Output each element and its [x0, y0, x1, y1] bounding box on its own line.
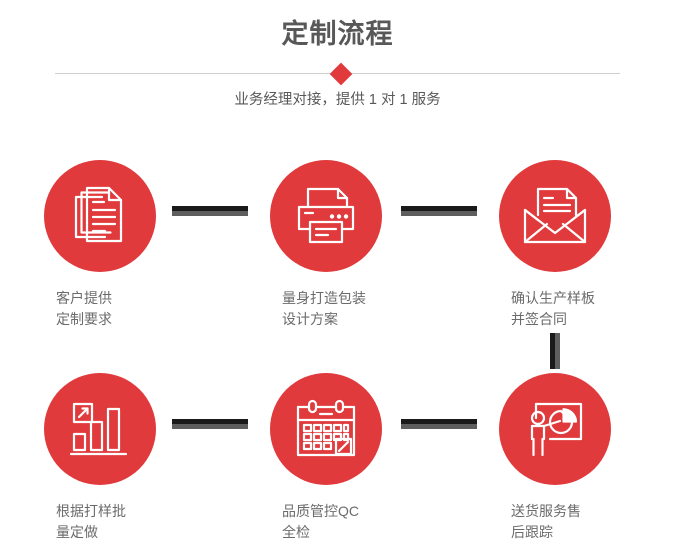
- documents-icon: [69, 185, 131, 247]
- connector-bar-top: [172, 206, 248, 211]
- flow-step-3[interactable]: 确认生产样板 并签合同: [499, 160, 659, 330]
- connector-bar-bottom: [172, 424, 248, 429]
- title-divider: [0, 62, 675, 86]
- flow-step-5-circle: [270, 373, 382, 485]
- envelope-icon: [522, 186, 588, 246]
- connector-vertical-1: [550, 333, 560, 369]
- connector-bar-bottom: [172, 211, 248, 216]
- flow-step-3-circle: [499, 160, 611, 272]
- printer-icon: [294, 185, 358, 247]
- connector-horizontal-2: [401, 206, 477, 216]
- flow-step-2-label: 量身打造包装 设计方案: [282, 290, 366, 327]
- connector-horizontal-4: [401, 419, 477, 429]
- flow-step-2-circle: [270, 160, 382, 272]
- flow-step-6[interactable]: 送货服务售 后跟踪: [499, 373, 659, 543]
- calendar-icon: [295, 399, 357, 459]
- connector-bar-right: [555, 333, 560, 369]
- flow-step-4-label: 根据打样批 量定做: [56, 503, 126, 540]
- flow-step-1[interactable]: 客户提供 定制要求: [44, 160, 204, 330]
- connector-horizontal-3: [172, 419, 248, 429]
- flow-step-6-label: 送货服务售 后跟踪: [511, 503, 581, 540]
- flow-step-1-label: 客户提供 定制要求: [56, 290, 112, 327]
- connector-bar-bottom: [401, 211, 477, 216]
- page-header: 定制流程 业务经理对接，提供 1 对 1 服务: [0, 0, 675, 120]
- connector-bar-left: [550, 333, 555, 369]
- page-title: 定制流程: [281, 19, 394, 49]
- flow-step-2[interactable]: 量身打造包装 设计方案: [270, 160, 430, 330]
- flow-step-5-label: 品质管控QC 全检: [282, 503, 359, 540]
- connector-bar-bottom: [401, 424, 477, 429]
- flow-step-4[interactable]: 根据打样批 量定做: [44, 373, 204, 543]
- flow-step-3-label: 确认生产样板 并签合同: [511, 290, 595, 327]
- bar-chart-icon: [70, 400, 130, 458]
- connector-horizontal-1: [172, 206, 248, 216]
- presentation-icon: [524, 399, 586, 459]
- flow-step-6-circle: [499, 373, 611, 485]
- flow-step-5[interactable]: 品质管控QC 全检: [270, 373, 430, 543]
- flow-step-4-circle: [44, 373, 156, 485]
- connector-bar-top: [172, 419, 248, 424]
- flow-step-1-circle: [44, 160, 156, 272]
- connector-bar-top: [401, 206, 477, 211]
- page-subtitle: 业务经理对接，提供 1 对 1 服务: [234, 92, 441, 108]
- connector-bar-top: [401, 419, 477, 424]
